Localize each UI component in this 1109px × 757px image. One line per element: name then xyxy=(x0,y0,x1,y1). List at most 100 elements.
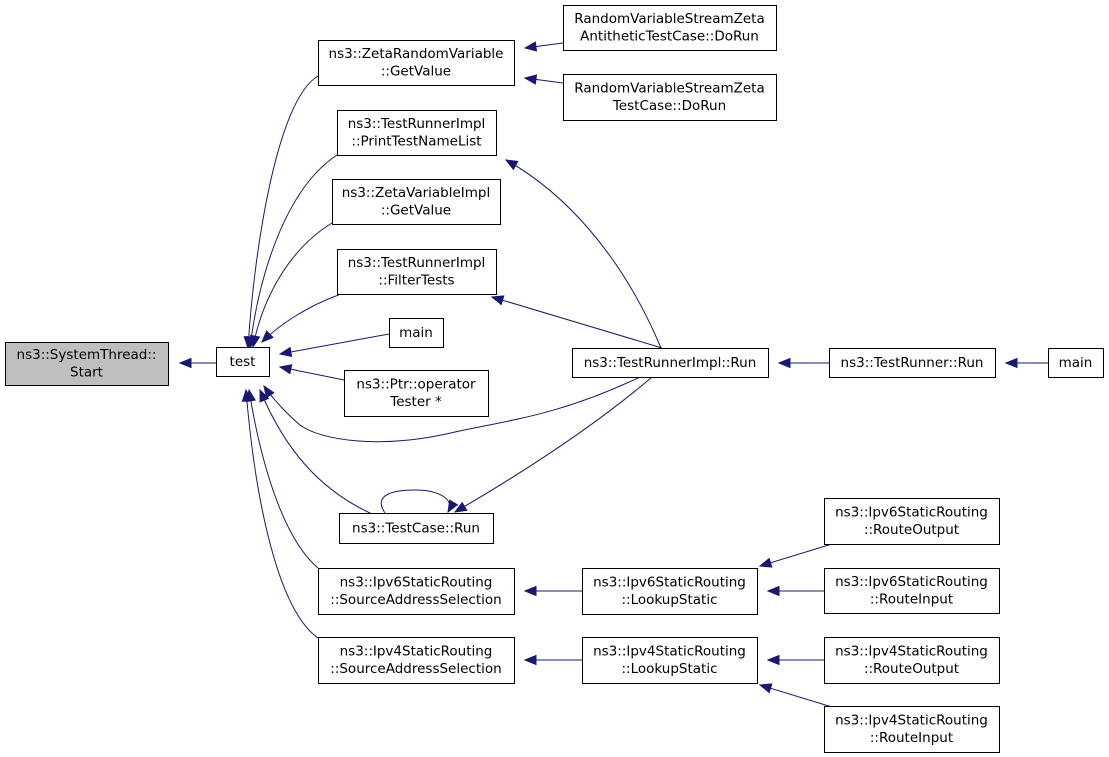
node-box xyxy=(824,637,1000,684)
node-box xyxy=(582,568,758,615)
arrowhead-icon xyxy=(278,346,293,358)
arrowhead-icon xyxy=(504,159,519,171)
node-label-line: ::LookupStatic xyxy=(621,592,717,608)
edge-line xyxy=(249,154,338,349)
node-ipv4-routeoutput[interactable]: ns3::Ipv4StaticRouting::RouteOutput xyxy=(824,637,1000,684)
node-label-line: ns3::Ipv6StaticRouting xyxy=(835,574,988,590)
arrowhead-icon xyxy=(766,585,780,597)
edge-ptr_operator-to-test xyxy=(278,364,345,381)
node-filtertests[interactable]: ns3::TestRunnerImpl::FilterTests xyxy=(337,249,497,295)
node-box xyxy=(318,637,515,684)
node-label-line: ::LookupStatic xyxy=(621,661,717,677)
node-label-line: ns3::TestCase::Run xyxy=(352,520,480,536)
node-main-a[interactable]: main xyxy=(389,318,444,348)
node-label-line: Tester * xyxy=(389,394,442,410)
edge-filtertests-to-test xyxy=(261,293,342,343)
edge-test-to-systemthread_start xyxy=(178,357,216,369)
arrowhead-icon xyxy=(249,334,261,349)
node-rvs-zeta-antithetic[interactable]: RandomVariableStreamZetaAntitheticTestCa… xyxy=(563,5,777,51)
node-label-line: ::SourceAddressSelection xyxy=(330,661,501,677)
node-label-line: Start xyxy=(70,365,103,381)
edge-line xyxy=(759,543,833,567)
edge-line xyxy=(380,489,451,514)
node-ipv6-routeinput[interactable]: ns3::Ipv6StaticRouting::RouteInput xyxy=(824,568,1000,614)
arrowhead-icon xyxy=(523,654,537,666)
node-label-line: ns3::TestRunnerImpl::Run xyxy=(584,355,757,371)
edge-line xyxy=(245,389,319,639)
edge-rvs_zeta_antithetic-to-zetarv_getvalue xyxy=(523,41,564,52)
edge-main_a-to-test xyxy=(278,333,390,358)
edge-line xyxy=(505,159,662,349)
node-label-line: ns3::Ptr::operator xyxy=(356,377,476,393)
arrowhead-icon xyxy=(263,384,275,399)
edge-testrunnerimpl_run-to-filtertests xyxy=(490,295,663,349)
node-ipv6-srcaddr[interactable]: ns3::Ipv6StaticRouting::SourceAddressSel… xyxy=(318,568,515,615)
node-label-line: ns3::ZetaRandomVariable xyxy=(329,46,504,62)
node-label-line: ns3::TestRunner::Run xyxy=(841,355,984,371)
node-box xyxy=(318,568,515,615)
node-label-line: ns3::TestRunnerImpl xyxy=(348,255,486,271)
node-label-line: ns3::SystemThread:: xyxy=(17,347,157,363)
edge-testcase_run-to-test xyxy=(259,388,373,515)
edge-line xyxy=(491,296,663,349)
node-label-line: ns3::Ipv4StaticRouting xyxy=(835,713,988,729)
node-label-line: ::RouteInput xyxy=(870,592,953,608)
edge-line xyxy=(248,389,319,569)
node-box xyxy=(582,637,758,684)
edge-line xyxy=(279,333,390,355)
arrowhead-icon xyxy=(278,364,293,375)
node-ipv4-srcaddr[interactable]: ns3::Ipv4StaticRouting::SourceAddressSel… xyxy=(318,637,515,684)
node-label-line: ::SourceAddressSelection xyxy=(330,592,501,608)
arrowhead-icon xyxy=(777,357,791,369)
node-test[interactable]: test xyxy=(216,347,270,377)
node-label-line: ns3::Ipv4StaticRouting xyxy=(593,644,746,660)
node-label-line: main xyxy=(1059,355,1093,371)
node-box xyxy=(332,179,501,225)
edge-main_b-to-testrunner_run xyxy=(1004,357,1048,369)
arrowhead-icon xyxy=(490,295,505,306)
arrowhead-icon xyxy=(766,654,780,666)
node-zetavarimpl-getvalue[interactable]: ns3::ZetaVariableImpl::GetValue xyxy=(332,179,501,225)
edge-testrunnerimpl_run-to-test xyxy=(263,376,641,443)
arrowhead-icon xyxy=(447,499,459,514)
node-box xyxy=(216,347,270,377)
edge-ipv4_routeoutput-to-ipv4_lookupstatic xyxy=(766,654,824,666)
node-testrunner-run[interactable]: ns3::TestRunner::Run xyxy=(829,348,996,378)
node-testrunnerimpl-run[interactable]: ns3::TestRunnerImpl::Run xyxy=(572,348,769,378)
node-ipv4-routeinput[interactable]: ns3::Ipv4StaticRouting::RouteInput xyxy=(824,706,1000,753)
node-box xyxy=(1048,348,1104,378)
node-label-line: AntitheticTestCase::DoRun xyxy=(580,29,759,45)
edge-ipv6_routeinput-to-ipv6_lookupstatic xyxy=(766,585,824,597)
node-label-line: ::GetValue xyxy=(381,64,451,80)
node-label-line: TestCase::DoRun xyxy=(612,98,726,114)
edges-layer xyxy=(178,41,1048,708)
edge-line xyxy=(759,684,833,708)
node-testcase-run[interactable]: ns3::TestCase::Run xyxy=(339,513,494,544)
node-systemthread-start[interactable]: ns3::SystemThread::Start xyxy=(5,342,169,386)
edge-line xyxy=(263,376,641,443)
node-label-line: ::RouteOutput xyxy=(864,522,959,538)
node-main-b[interactable]: main xyxy=(1048,348,1104,378)
edge-testrunnerimpl_run-to-printtestnamelist xyxy=(504,159,662,349)
node-label-line: main xyxy=(399,325,433,341)
node-label-line: ns3::Ipv6StaticRouting xyxy=(593,575,746,591)
node-label-line: ::RouteInput xyxy=(870,730,953,746)
node-box xyxy=(5,342,169,386)
arrowhead-icon xyxy=(259,388,270,403)
node-ipv6-lookupstatic[interactable]: ns3::Ipv6StaticRouting::LookupStatic xyxy=(582,568,758,615)
node-printtestnamelist[interactable]: ns3::TestRunnerImpl::PrintTestNameList xyxy=(337,110,497,156)
node-label-line: RandomVariableStreamZeta xyxy=(574,81,765,97)
node-ipv4-lookupstatic[interactable]: ns3::Ipv4StaticRouting::LookupStatic xyxy=(582,637,758,684)
arrowhead-icon xyxy=(758,683,773,694)
arrowhead-icon xyxy=(523,585,537,597)
edge-testrunnerimpl_run-to-testcase_run xyxy=(453,376,653,513)
arrowhead-icon xyxy=(523,41,538,52)
node-ipv6-routeoutput[interactable]: ns3::Ipv6StaticRouting::RouteOutput xyxy=(824,498,1000,545)
node-label-line: ::RouteOutput xyxy=(864,661,959,677)
edge-testrunner_run-to-testrunnerimpl_run xyxy=(777,357,829,369)
node-zetarv-getvalue[interactable]: ns3::ZetaRandomVariable::GetValue xyxy=(318,40,515,86)
node-box xyxy=(824,498,1000,545)
